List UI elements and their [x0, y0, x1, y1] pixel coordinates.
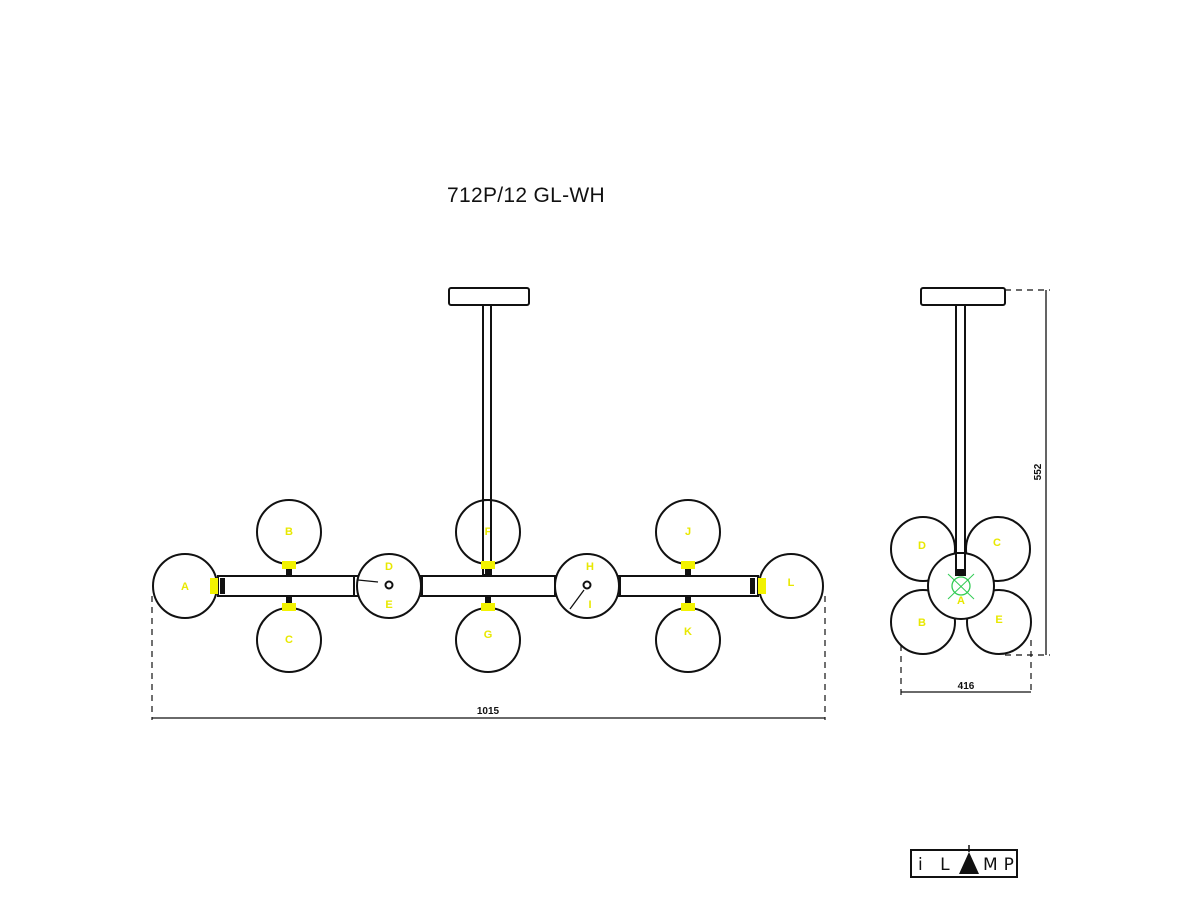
globe-label: L	[788, 577, 795, 589]
globe-a: A	[927, 552, 995, 620]
globe-label: E	[385, 599, 392, 611]
canopy	[448, 287, 530, 306]
globe-f: F	[455, 499, 521, 565]
globe-d-e: D E	[356, 553, 422, 619]
globe-label: C	[285, 634, 293, 646]
globe-label: H	[586, 561, 594, 573]
dimension-label: 552	[1033, 463, 1044, 480]
globe-label: D	[918, 540, 926, 552]
globe-b: B	[256, 499, 322, 565]
globe-k: K	[655, 607, 721, 673]
ilamp-logo: i L MP	[910, 845, 1020, 878]
globe-label: I	[588, 599, 591, 611]
globe-label: A	[181, 581, 189, 593]
dimension-label: 1015	[477, 706, 500, 717]
globe-label: J	[685, 526, 691, 538]
side-view: D C B E A 552 416	[890, 287, 1050, 695]
globe-a: A	[152, 553, 218, 619]
dimension-label: 416	[958, 681, 975, 692]
globe-label: B	[918, 617, 926, 629]
svg-text:i L: i L	[918, 855, 956, 875]
width-dimension: 1015	[151, 596, 826, 720]
globe-label: C	[993, 537, 1001, 549]
model-title: 712P/12 GL-WH	[447, 184, 605, 207]
globe-g: G	[455, 607, 521, 673]
sockets	[210, 561, 766, 611]
globe-label: A	[957, 595, 965, 607]
globe-label: F	[485, 526, 492, 538]
front-view: A B C D E F G H I J K L	[151, 287, 826, 720]
globe-c: C	[256, 607, 322, 673]
side-width-dimension: 416	[900, 640, 1032, 695]
globe-j: J	[655, 499, 721, 565]
height-dimension: 552	[1005, 289, 1050, 656]
globe-label: G	[484, 629, 493, 641]
globe-label: B	[285, 526, 293, 538]
globe-label: E	[995, 614, 1002, 626]
globe-l: L	[758, 553, 824, 619]
globe-label: D	[385, 561, 393, 573]
globe-h-i: H I	[554, 553, 620, 619]
connectors	[220, 569, 755, 603]
globe-label: K	[684, 626, 692, 638]
svg-text:MP: MP	[983, 855, 1020, 875]
